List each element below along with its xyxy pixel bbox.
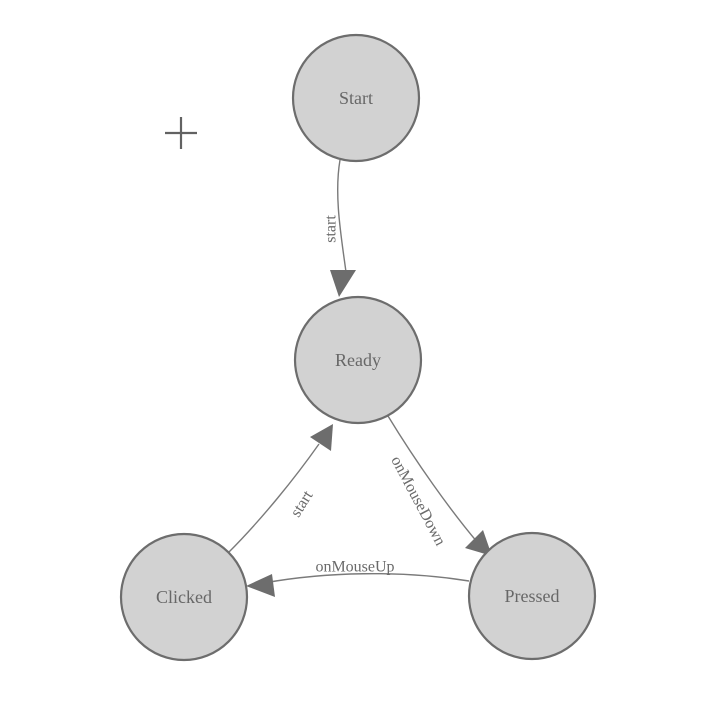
edge-start-to-ready-arrowhead — [330, 270, 356, 297]
node-clicked-circle[interactable] — [119, 532, 249, 662]
edge-pressed-to-clicked-label: onMouseUp — [315, 559, 394, 576]
crosshair-icon — [165, 117, 197, 149]
edge-pressed-to-clicked[interactable]: onMouseUp — [246, 559, 470, 598]
edge-clicked-to-ready[interactable]: start — [227, 424, 333, 554]
node-pressed[interactable]: Pressed — [467, 531, 597, 661]
edge-start-to-ready-label: start — [323, 215, 340, 243]
edge-start-to-ready-path — [336, 159, 347, 273]
edge-ready-to-pressed[interactable]: onMouseDown — [387, 415, 492, 556]
node-ready-label: Ready — [335, 350, 381, 370]
node-start[interactable]: Start — [291, 33, 421, 163]
edge-ready-to-pressed-path — [387, 415, 479, 544]
edge-clicked-to-ready-arrowhead — [310, 424, 333, 451]
node-start-circle[interactable] — [291, 33, 421, 163]
node-clicked-label: Clicked — [156, 587, 212, 607]
node-ready[interactable]: Ready — [293, 295, 423, 425]
edge-pressed-to-clicked-arrowhead — [246, 574, 275, 597]
edge-ready-to-pressed-arrowhead — [465, 530, 492, 556]
edge-pressed-to-clicked-path — [263, 572, 470, 584]
edge-ready-to-pressed-label: onMouseDown — [387, 453, 448, 548]
node-clicked[interactable]: Clicked — [119, 532, 249, 662]
edge-clicked-to-ready-path — [227, 443, 320, 554]
node-pressed-label: Pressed — [505, 586, 560, 606]
node-start-label: Start — [339, 88, 373, 108]
edge-start-to-ready[interactable]: start — [323, 159, 357, 297]
edge-clicked-to-ready-label: start — [287, 487, 316, 520]
node-ready-circle[interactable] — [293, 295, 423, 425]
node-pressed-circle[interactable] — [467, 531, 597, 661]
